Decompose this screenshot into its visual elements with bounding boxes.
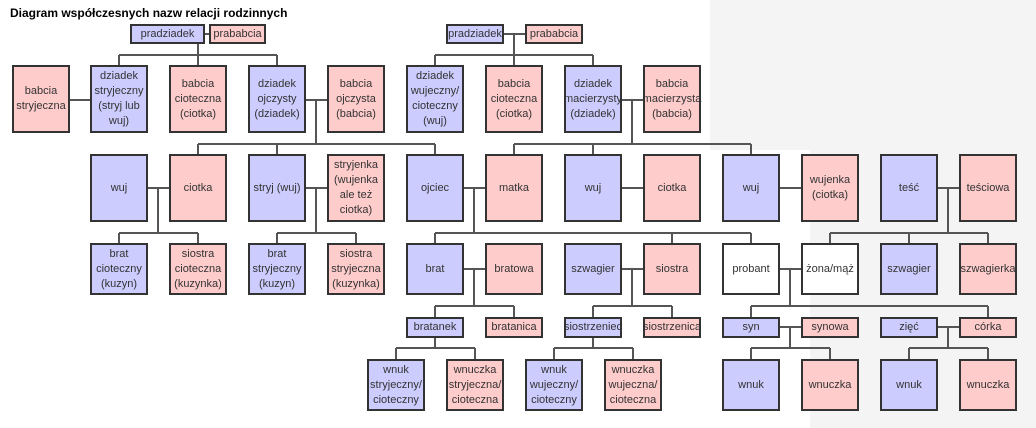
person-box-zięć: zięć: [880, 317, 938, 338]
person-box-wuj: wuj: [722, 154, 780, 222]
person-box-wuj: wuj: [564, 154, 622, 222]
person-box-dziadek: dziadek wujeczny/ cioteczny (wuj): [406, 65, 464, 133]
person-box-prababcia: prababcia: [525, 24, 583, 44]
person-box-szwagierka: szwagierka: [959, 243, 1017, 295]
person-box-pradziadek: pradziadek: [130, 24, 205, 44]
person-box-bratanek: bratanek: [406, 317, 464, 338]
person-box-ojciec: ojciec: [406, 154, 464, 222]
person-box-wujenka: wujenka (ciotka): [801, 154, 859, 222]
person-box-babcia: babcia stryjeczna: [12, 65, 70, 133]
person-box-syn: syn: [722, 317, 780, 338]
person-box-wnuczka: wnuczka: [959, 359, 1017, 411]
person-box-dziadek: dziadek macierzysty (dziadek): [564, 65, 622, 133]
person-box-ciotka: ciotka: [169, 154, 227, 222]
person-box-siostrzeniec: siostrzeniec: [564, 317, 622, 338]
person-box-siostra: siostra cioteczna (kuzynka): [169, 243, 227, 295]
person-box-siostra: siostra: [643, 243, 701, 295]
person-box-teściowa: teściowa: [959, 154, 1017, 222]
person-box-wnuczka: wnuczka: [801, 359, 859, 411]
person-box-wnuk: wnuk: [722, 359, 780, 411]
person-box-wnuczka: wnuczka wujeczna/ cioteczna: [604, 359, 662, 411]
person-box-żonamąż: żona/mąż: [801, 243, 859, 295]
person-box-wnuk: wnuk stryjeczny/ cioteczny: [367, 359, 425, 411]
person-box-dziadek: dziadek ojczysty (dziadek): [248, 65, 306, 133]
person-box-wnuk: wnuk wujeczny/ cioteczny: [525, 359, 583, 411]
person-box-babcia: babcia ojczysta (babcia): [327, 65, 385, 133]
person-box-bratanica: bratanica: [485, 317, 543, 338]
person-box-babcia: babcia cioteczna (ciotka): [485, 65, 543, 133]
person-box-stryjenka: stryjenka (wujenka ale też ciotka): [327, 154, 385, 222]
person-box-córka: córka: [959, 317, 1017, 338]
person-box-szwagier: szwagier: [564, 243, 622, 295]
person-box-wnuczka: wnuczka stryjeczna/ cioteczna: [446, 359, 504, 411]
person-box-wuj: wuj: [90, 154, 148, 222]
person-box-synowa: synowa: [801, 317, 859, 338]
person-box-brat: brat: [406, 243, 464, 295]
person-box-szwagier: szwagier: [880, 243, 938, 295]
person-box-babcia: babcia cioteczna (ciotka): [169, 65, 227, 133]
person-box-prababcia: prababcia: [209, 24, 266, 44]
person-box-brat: brat stryjeczny (kuzyn): [248, 243, 306, 295]
person-box-probant: probant: [722, 243, 780, 295]
person-box-stryj: stryj (wuj): [248, 154, 306, 222]
person-box-wnuk: wnuk: [880, 359, 938, 411]
person-box-pradziadek: pradziadek: [446, 24, 504, 44]
person-box-brat: brat cioteczny (kuzyn): [90, 243, 148, 295]
person-box-babcia: babcia macierzysta (babcia): [643, 65, 701, 133]
person-box-ciotka: ciotka: [643, 154, 701, 222]
person-box-bratowa: bratowa: [485, 243, 543, 295]
person-box-dziadek: dziadek stryjeczny (stryj lub wuj): [90, 65, 148, 133]
diagram-title: Diagram współczesnych nazw relacji rodzi…: [10, 6, 288, 20]
person-box-siostrzenica: siostrzenica: [643, 317, 701, 338]
person-box-teść: teść: [880, 154, 938, 222]
background-shade: [710, 0, 1036, 150]
person-box-siostra: siostra stryjeczna (kuzynka): [327, 243, 385, 295]
person-box-matka: matka: [485, 154, 543, 222]
